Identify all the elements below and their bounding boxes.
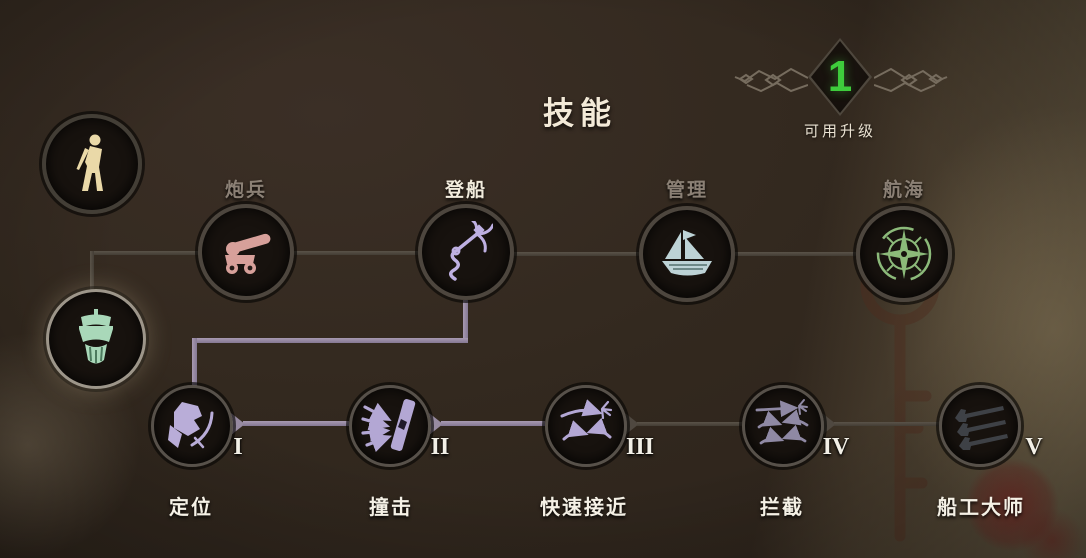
skill-node-interception[interactable] (742, 385, 824, 467)
tier-numeral-1: I (233, 434, 243, 460)
skill-label-positioning: 定位 (169, 497, 213, 519)
skill-node-ramming[interactable] (349, 385, 431, 467)
skill-node-management[interactable] (639, 206, 735, 302)
connector-arrow (429, 413, 443, 435)
skill-node-positioning[interactable] (151, 385, 233, 467)
badge-ornament-right (874, 67, 948, 93)
grappling-hook-icon (449, 221, 493, 281)
connector-arrow (231, 413, 245, 435)
connector-line-active (243, 421, 349, 426)
skill-label-rapid-approach: 快速接近 (540, 497, 628, 519)
connector-line (90, 251, 94, 293)
connector-line (514, 252, 639, 256)
skill-label-ramming: 撞击 (369, 497, 413, 519)
tier-numeral-3: III (625, 434, 655, 460)
skill-label-gunnery: 炮兵 (224, 180, 268, 201)
skill-label-boarding: 登船 (444, 180, 488, 201)
ship-front-icon (79, 309, 113, 364)
tier-numeral-5: V (1025, 434, 1043, 460)
connector-line (834, 422, 939, 426)
connector-line (735, 252, 856, 256)
skill-label-management: 管理 (665, 180, 709, 201)
skill-node-rapid-approach[interactable] (545, 385, 627, 467)
connector-line-active (441, 421, 545, 426)
connector-line-active (463, 300, 468, 341)
skill-node-boarding[interactable] (418, 204, 514, 300)
connector-line (637, 422, 742, 426)
badge-ornament-left (734, 67, 808, 93)
skill-node-master-shipwright[interactable] (939, 385, 1021, 467)
skill-label-seafaring: 航海 (882, 180, 926, 201)
approach-arrows-icon (560, 399, 613, 441)
connector-line (90, 251, 200, 255)
connector-line-active (192, 338, 197, 386)
upgrade-badge-label: 可用升级 (803, 123, 877, 140)
connector-arrow (625, 413, 639, 435)
tier-numeral-2: II (430, 434, 450, 460)
upgrade-points-badge: 1 (808, 38, 872, 116)
lookout-swordsman-icon (168, 402, 214, 449)
upgrade-count: 1 (827, 52, 853, 101)
connector-line (294, 251, 418, 255)
upgrade-points-diamond: 1 (811, 41, 869, 113)
connector-arrow (822, 413, 836, 435)
skill-label-master-shipwright: 船工大师 (937, 497, 1025, 519)
skill-node-gunnery[interactable] (198, 204, 294, 300)
tier-numeral-4: IV (822, 434, 850, 460)
skill-label-interception: 拦截 (760, 497, 804, 519)
swordsman-icon (76, 134, 103, 191)
sailing-ship-icon (662, 230, 712, 276)
category-tab-captain[interactable] (42, 114, 142, 214)
category-tab-ship[interactable] (46, 289, 146, 389)
ram-arrows-icon (361, 399, 416, 452)
connector-line-active (192, 338, 468, 343)
cannon-icon (225, 233, 271, 274)
compass-icon (876, 226, 932, 282)
intercept-arrows-icon (755, 399, 809, 445)
rifles-icon (955, 406, 1008, 450)
page-title: 技能 (543, 96, 617, 131)
skill-node-seafaring[interactable] (856, 206, 952, 302)
